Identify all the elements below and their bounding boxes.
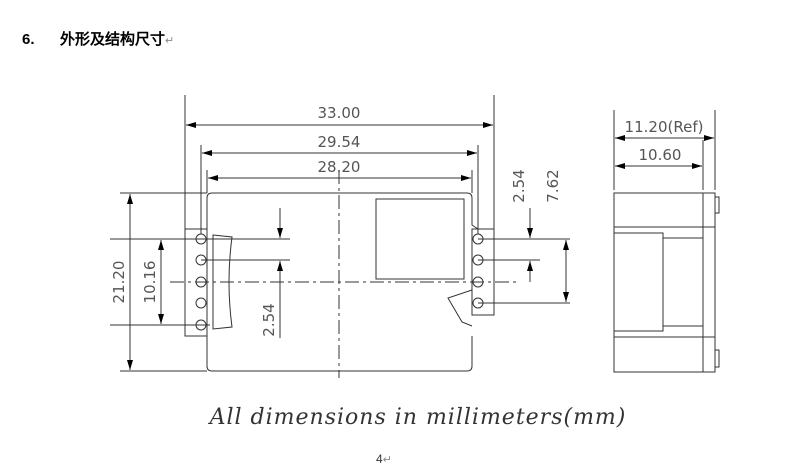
page-number: 4↵: [376, 452, 392, 466]
paragraph-mark: ↵: [165, 35, 175, 47]
dim-side-ref: 11.20(Ref): [625, 118, 704, 136]
dim-pin-pitch-left: 2.54: [260, 303, 278, 336]
dim-height: 21.20: [110, 261, 128, 304]
dim-right-pin-span: 7.62: [544, 169, 562, 202]
paragraph-mark: ↵: [382, 454, 392, 466]
dim-body-width: 28.20: [318, 158, 361, 176]
section-heading: 6. 外形及结构尺寸↵: [22, 28, 174, 49]
right-connector: [471, 228, 495, 316]
dim-pin-span: 29.54: [318, 133, 361, 151]
section-number: 6.: [22, 31, 35, 48]
page-number-value: 4: [376, 452, 383, 466]
right-pins: [472, 233, 484, 309]
dim-pin-pitch-right: 2.54: [510, 169, 528, 202]
dim-left-pin-span: 10.16: [141, 261, 159, 304]
section-title: 外形及结构尺寸: [60, 31, 166, 48]
side-view-body: [613, 192, 704, 373]
drawing-caption: All dimensions in millimeters(mm): [208, 405, 627, 430]
dim-overall-width: 33.00: [318, 104, 361, 122]
component-window: [375, 198, 465, 280]
dim-side-depth: 10.60: [639, 146, 682, 164]
